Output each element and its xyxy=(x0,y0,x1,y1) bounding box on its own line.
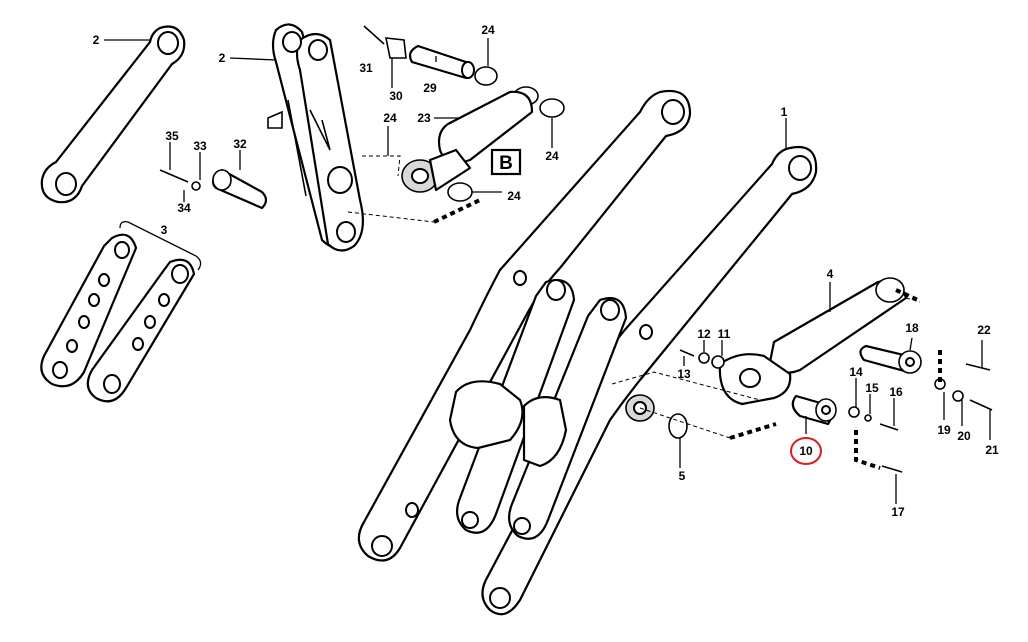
pin-part-10 xyxy=(791,394,837,426)
callout-3: 3 xyxy=(161,223,168,237)
callout-4: 4 xyxy=(827,267,834,281)
callout-32: 32 xyxy=(233,137,247,151)
callout-18: 18 xyxy=(905,321,919,335)
callout-24-bottom: 24 xyxy=(507,189,521,203)
callout-14: 14 xyxy=(849,365,863,379)
callout-labels: 2 2 31 30 29 24 24 24 24 23 35 33 32 34 … xyxy=(93,23,999,519)
callout-24-left: 24 xyxy=(383,111,397,125)
callout-22: 22 xyxy=(977,323,991,337)
callout-31: 31 xyxy=(359,61,373,75)
callout-24-top: 24 xyxy=(481,23,495,37)
callout-33: 33 xyxy=(193,139,207,153)
detail-box-b: B xyxy=(490,148,522,176)
callout-15: 15 xyxy=(865,381,879,395)
link-pair-part-3 xyxy=(40,220,202,403)
callout-12: 12 xyxy=(697,327,711,341)
small-hardware xyxy=(668,349,993,473)
callout-35: 35 xyxy=(165,129,179,143)
detail-box-label: B xyxy=(499,153,513,174)
callout-16: 16 xyxy=(889,385,903,399)
callout-29: 29 xyxy=(423,81,437,95)
hydraulic-cylinder-part-4 xyxy=(718,277,908,406)
link-part-2-upper xyxy=(267,23,365,252)
callout-30: 30 xyxy=(389,89,403,103)
pin-part-18 xyxy=(859,344,922,374)
callout-13: 13 xyxy=(677,367,691,381)
callout-24-right: 24 xyxy=(545,149,559,163)
callout-19: 19 xyxy=(937,423,951,437)
highlight-circle xyxy=(790,437,822,465)
link-part-2-left xyxy=(40,25,186,204)
hydraulic-cylinder-part-23 xyxy=(401,90,534,202)
callout-2-left: 2 xyxy=(93,33,100,47)
callout-17: 17 xyxy=(891,505,905,519)
assembly-lines xyxy=(347,155,942,470)
lift-arm-part-1 xyxy=(357,89,818,616)
callout-10: 10 xyxy=(799,444,813,458)
callout-34: 34 xyxy=(177,201,191,215)
callout-5: 5 xyxy=(679,469,686,483)
callout-2-upper: 2 xyxy=(219,51,226,65)
leader-lines xyxy=(104,38,991,504)
pin-assembly-upper xyxy=(363,25,565,118)
callout-1: 1 xyxy=(781,105,788,119)
callout-20: 20 xyxy=(957,429,971,443)
pin-part-32 xyxy=(159,168,268,210)
callout-21: 21 xyxy=(985,443,999,457)
callout-11: 11 xyxy=(718,327,731,341)
callout-23: 23 xyxy=(417,111,431,125)
